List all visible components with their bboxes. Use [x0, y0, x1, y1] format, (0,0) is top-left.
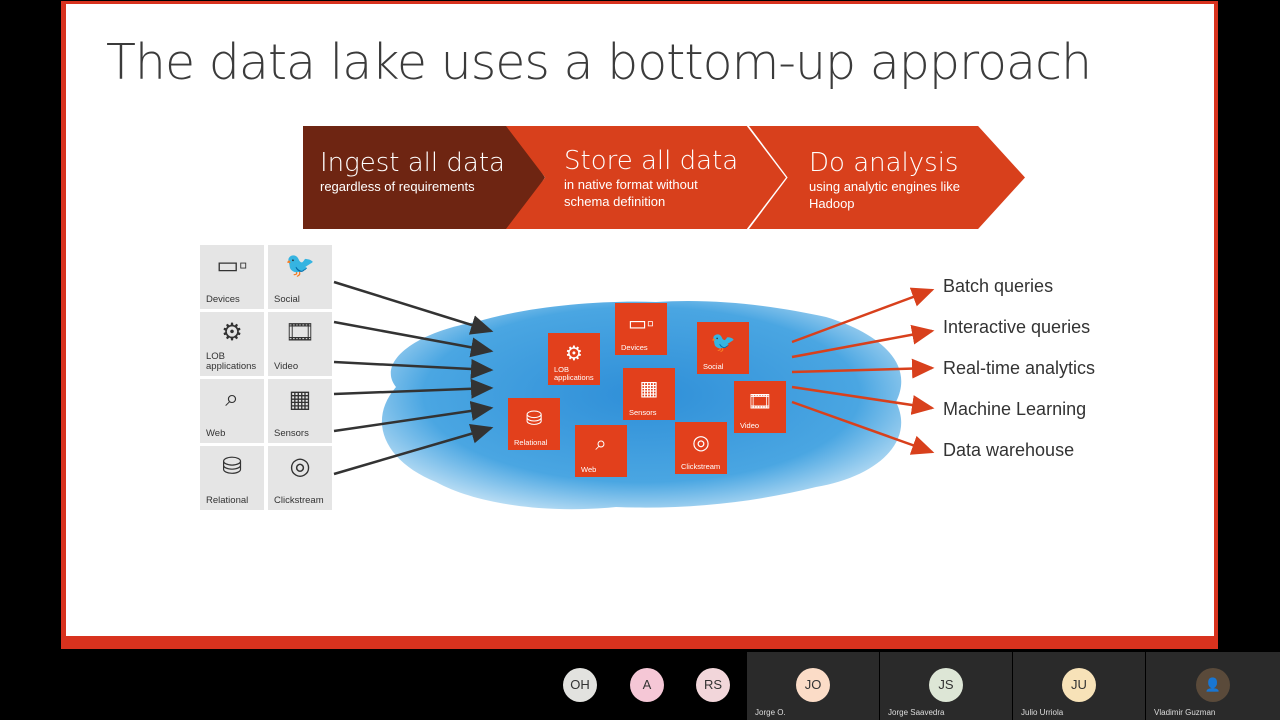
lake-tile-relational: ⛁ Relational	[508, 398, 560, 450]
output-item: Machine Learning	[943, 399, 1087, 419]
step-title: Store all data	[564, 146, 739, 176]
source-tile-relational: ⛁ Relational	[200, 446, 264, 510]
output-item: Data warehouse	[943, 440, 1075, 460]
participant-photo-icon: 👤	[1196, 668, 1230, 702]
magnifier-icon: ⌕	[595, 433, 607, 455]
lake-tile-label: Web	[581, 465, 597, 474]
source-label: Devices	[206, 294, 240, 305]
lake-tile-clickstream: ◎ Clickstream	[675, 422, 727, 474]
arrow-out	[791, 287, 935, 344]
participant-name: Jorge Saavedra	[888, 708, 945, 717]
lake-tile-sensors: ▦ Sensors	[623, 368, 675, 420]
lake-tile-label: LOB applications	[554, 365, 594, 382]
step-analysis: Do analysis using analytic engines like …	[749, 126, 1025, 229]
slide: The data lake uses a bottom-up approach …	[66, 4, 1214, 636]
source-label: Relational	[206, 495, 249, 506]
lob-icon: ⚙	[221, 319, 243, 346]
participant-avatar: JU	[1062, 668, 1096, 702]
arrow-in	[333, 424, 494, 476]
clickstream-icon: ◎	[692, 432, 710, 454]
bird-icon: 🐦	[710, 332, 736, 354]
source-tile-lob: ⚙ LOB applications	[200, 312, 264, 376]
participant-tile[interactable]: 👤 Vladimir Guzman	[1146, 652, 1280, 720]
step-subtitle: regardless of requirements	[320, 179, 475, 194]
source-tile-video: 🎞 Video	[268, 312, 332, 376]
sensor-icon: ▦	[639, 378, 659, 400]
lake-tile-label: Social	[703, 362, 724, 371]
devices-icon: ▭▫	[216, 252, 248, 279]
source-label: Social	[274, 294, 300, 305]
lob-icon: ⚙	[565, 343, 583, 365]
participant-avatar: JS	[929, 668, 963, 702]
source-tile-web: ⌕ Web	[200, 379, 264, 443]
database-icon: ⛁	[221, 453, 243, 480]
step-subtitle: in native format without schema definiti…	[564, 177, 698, 209]
participant-avatar: JO	[796, 668, 830, 702]
participant-tile[interactable]: JO Jorge O.	[747, 652, 879, 720]
arrow-in	[333, 378, 494, 399]
arrow-out	[791, 385, 935, 415]
lake-tile-label: Devices	[621, 343, 648, 352]
source-tile-clickstream: ◎ Clickstream	[268, 446, 332, 510]
arrow-in	[333, 320, 494, 358]
step-subtitle: using analytic engines like Hadoop	[809, 179, 961, 211]
arrow-in	[333, 401, 494, 433]
arrow-out	[791, 400, 935, 455]
step-store: Store all data in native format without …	[506, 126, 786, 229]
lake-tile-devices: ▭▫ Devices	[615, 303, 667, 355]
lake-tile-web: ⌕ Web	[575, 425, 627, 477]
arrow-in	[333, 358, 494, 379]
lake-tile-lob: ⚙ LOB applications	[548, 333, 600, 385]
database-icon: ⛁	[525, 408, 543, 430]
film-icon: 🎞	[747, 391, 773, 413]
step-title: Ingest all data	[320, 148, 505, 178]
slide-title: The data lake uses a bottom-up approach	[106, 34, 1092, 91]
lake-tile-label: Video	[740, 421, 760, 430]
participant-avatar[interactable]: RS	[696, 668, 730, 702]
participant-tile[interactable]: JU Julio Urriola	[1013, 652, 1145, 720]
film-icon: 🎞	[284, 319, 316, 346]
participant-avatar[interactable]: OH	[563, 668, 597, 702]
output-item: Batch queries	[943, 276, 1054, 296]
participant-tile[interactable]: JS Jorge Saavedra	[880, 652, 1012, 720]
participant-name: Jorge O.	[755, 708, 786, 717]
magnifier-icon: ⌕	[225, 385, 239, 412]
participant-name: Vladimir Guzman	[1154, 708, 1216, 717]
source-label: Sensors	[274, 428, 309, 439]
step-title: Do analysis	[809, 148, 959, 178]
output-item: Interactive queries	[943, 317, 1091, 337]
devices-icon: ▭▫	[628, 313, 654, 335]
lake-tile-label: Sensors	[629, 408, 657, 417]
source-tile-devices: ▭▫ Devices	[200, 245, 264, 309]
clickstream-icon: ◎	[289, 453, 311, 480]
output-item: Real-time analytics	[943, 358, 1096, 378]
source-tile-social: 🐦 Social	[268, 245, 332, 309]
bird-icon: 🐦	[285, 252, 315, 279]
source-tile-sensors: ▦ Sensors	[268, 379, 332, 443]
sensor-icon: ▦	[288, 386, 312, 413]
lake-tile-label: Clickstream	[681, 462, 721, 471]
lake-tile-social: 🐦 Social	[697, 322, 749, 374]
flow-arrows	[333, 280, 935, 476]
lake-tile-video: 🎞 Video	[734, 381, 786, 433]
arrow-out	[791, 358, 935, 379]
source-label: Video	[274, 361, 299, 372]
step-ingest: Ingest all data regardless of requiremen…	[303, 126, 545, 229]
arrow-in	[333, 280, 494, 335]
participant-avatar[interactable]: A	[630, 668, 664, 702]
arrow-out	[791, 324, 935, 359]
participant-name: Julio Urriola	[1021, 708, 1064, 717]
source-label: Web	[206, 428, 226, 439]
source-label: LOB applications	[206, 351, 257, 372]
lake-tile-label: Relational	[514, 438, 548, 447]
source-label: Clickstream	[274, 495, 324, 506]
